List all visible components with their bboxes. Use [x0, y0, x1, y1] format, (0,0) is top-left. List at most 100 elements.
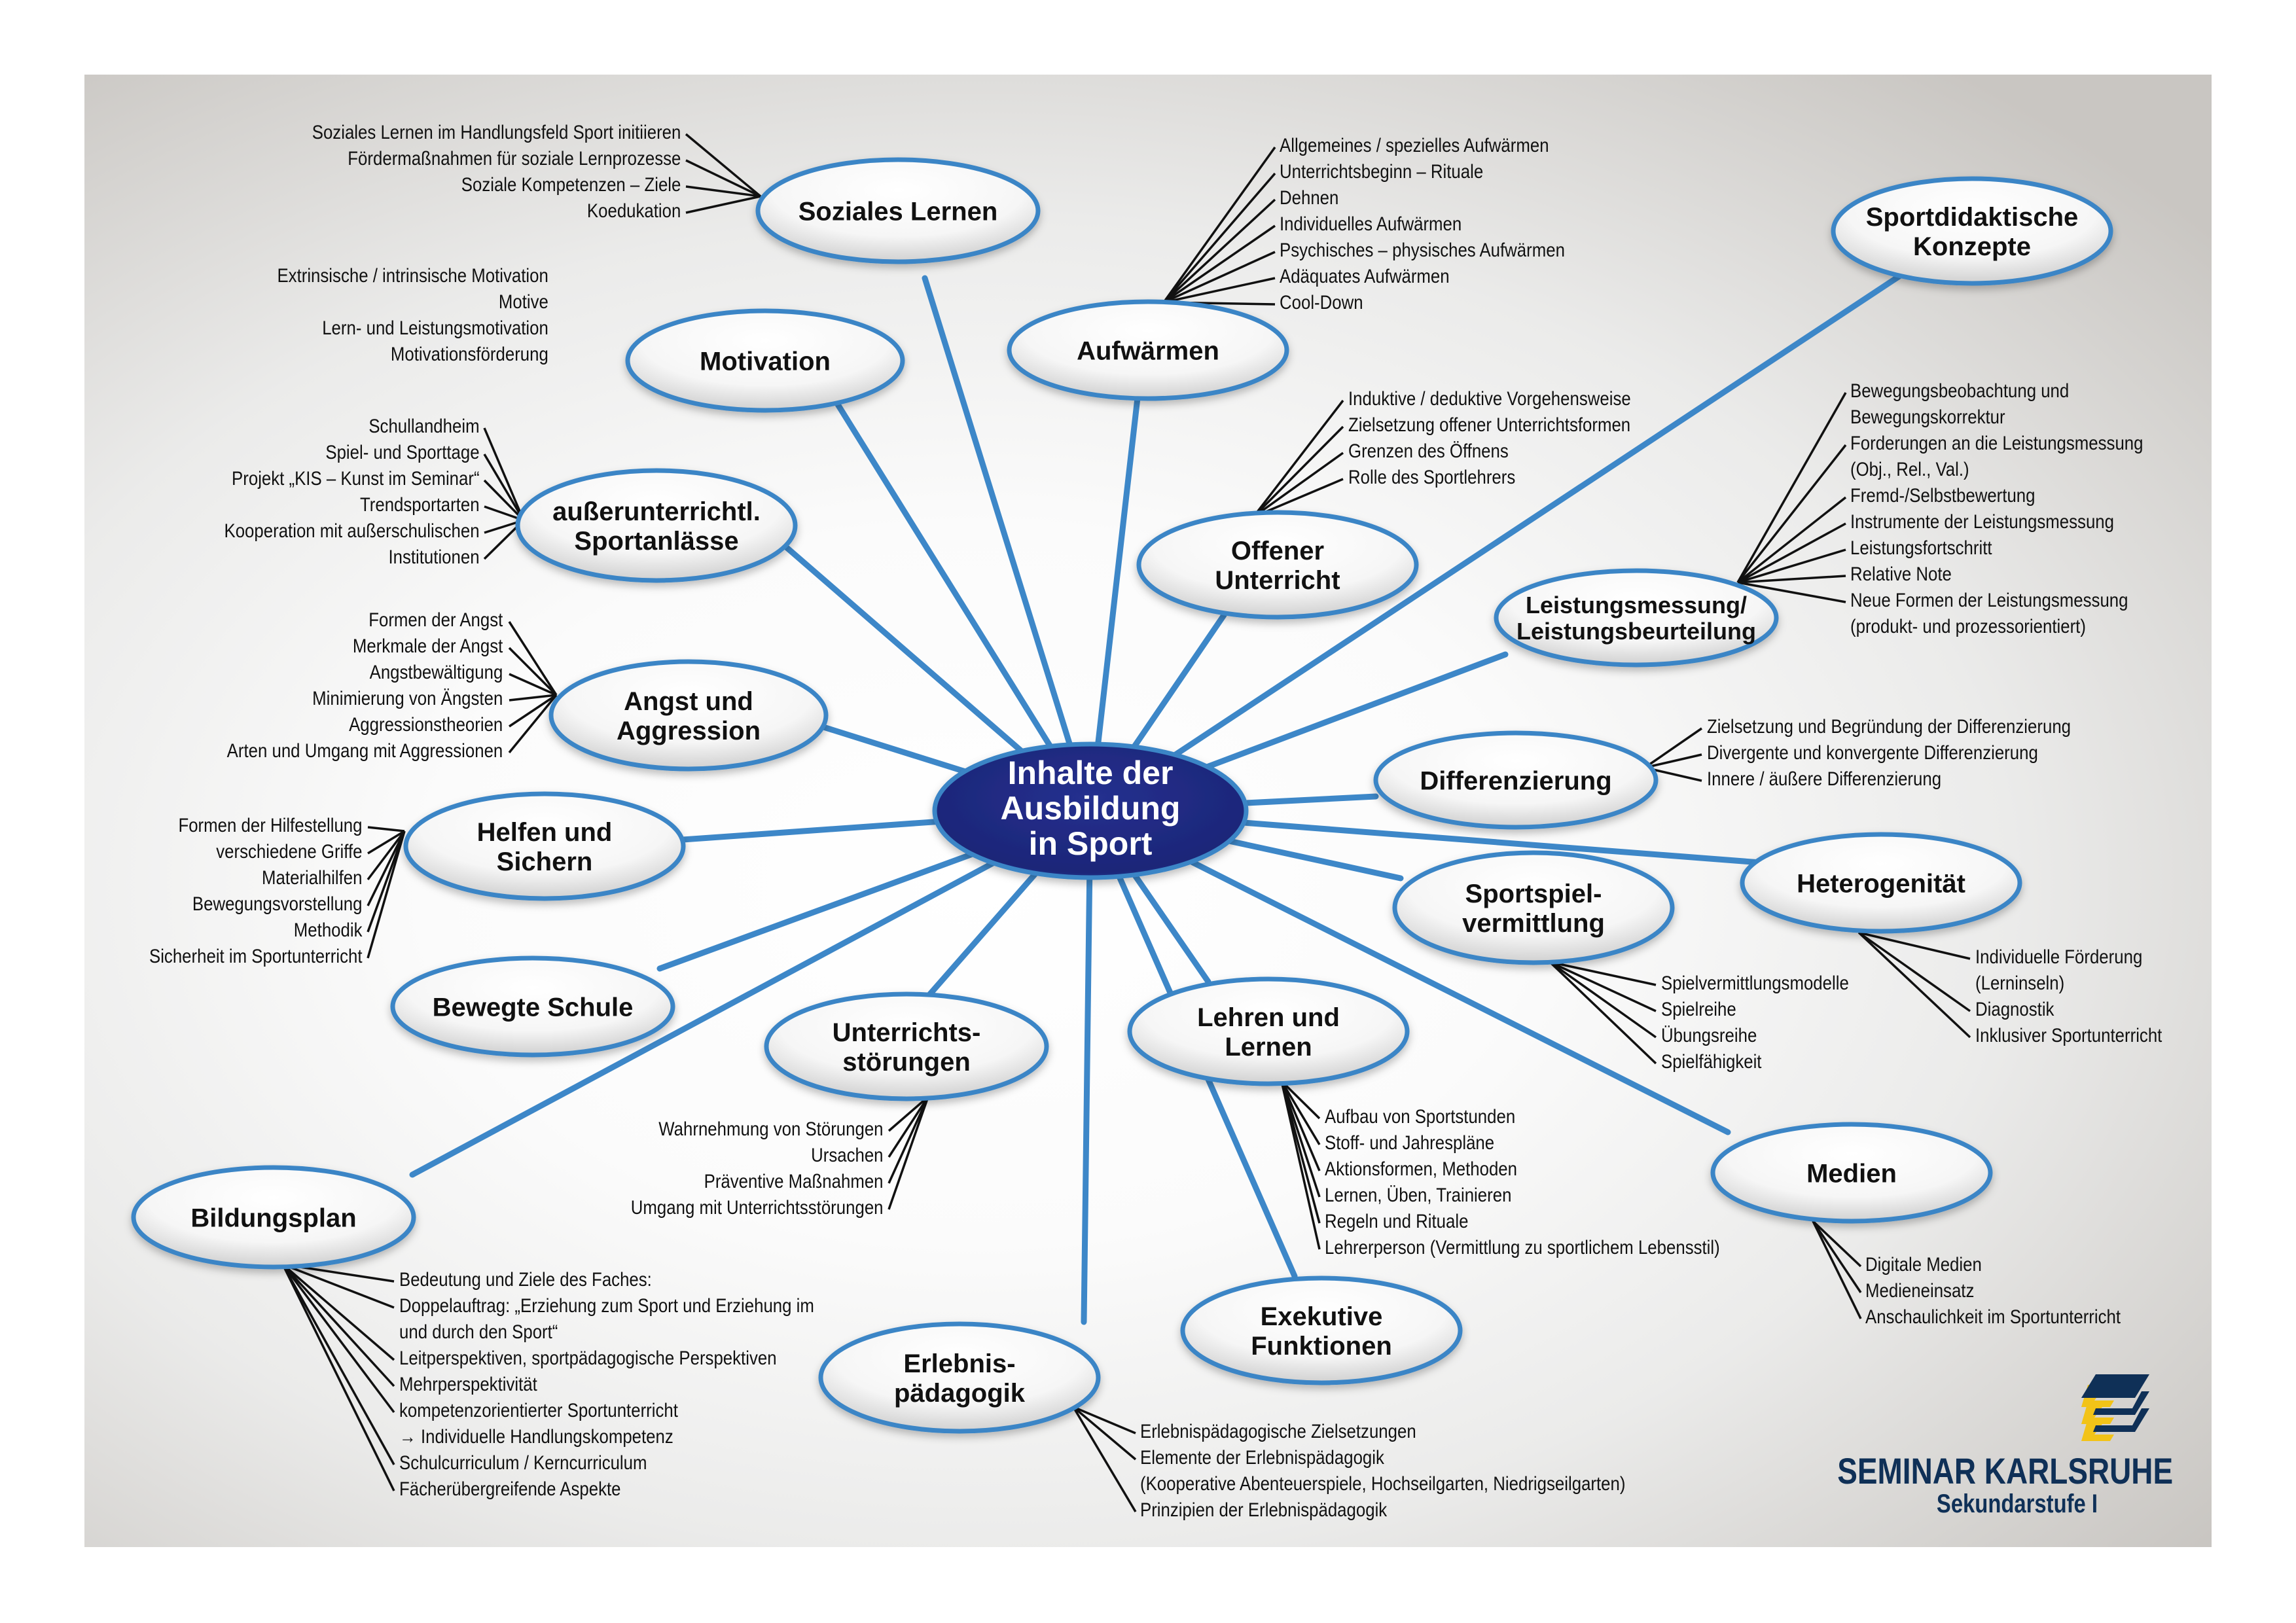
node-ellipse	[1494, 568, 1779, 668]
leaf-item: Bewegungsvorstellung	[192, 893, 362, 915]
node-label: Aggression	[617, 717, 761, 745]
leaf-list-soziales-lernen: Soziales Lernen im Handlungsfeld Sport i…	[312, 120, 681, 224]
leaf-item: Lehrerperson (Vermittlung zu sportlichem…	[1325, 1237, 1720, 1258]
leaf-item: Kooperation mit außerschulischen	[224, 520, 480, 542]
leaf-item: Cool-Down	[1280, 292, 1363, 313]
node-label: Sportspiel-	[1465, 880, 1602, 908]
leaf-connector	[367, 830, 406, 933]
node-label: Medien	[1806, 1159, 1897, 1188]
leaf-item: Individuelle Förderung	[1975, 946, 2143, 968]
node-medien[interactable]: Medien	[1710, 1122, 1993, 1224]
node-ellipse	[818, 1321, 1101, 1434]
leaf-item: Prinzipien der Erlebnispädagogik	[1140, 1499, 1388, 1521]
center-label-line-3: in Sport	[1029, 825, 1153, 862]
leaf-item: Dehnen	[1280, 187, 1339, 209]
node-bildungsplan[interactable]: Bildungsplan	[131, 1165, 416, 1270]
node-ausserunterrichtl-sportanlaesse[interactable]: außerunterrichtl.Sportanlässe	[515, 468, 798, 583]
leaf-item: Induktive / deduktive Vorgehensweise	[1348, 388, 1631, 410]
node-label: störungen	[842, 1048, 971, 1077]
node-ellipse	[1180, 1275, 1463, 1385]
node-soziales-lernen[interactable]: Soziales Lernen	[755, 157, 1041, 264]
leaf-item: Motive	[499, 291, 548, 313]
node-aufwaermen[interactable]: Aufwärmen	[1007, 299, 1289, 401]
leaf-item: Angstbewältigung	[369, 662, 503, 683]
leaf-item: Materialhilfen	[261, 867, 362, 889]
leaf-item: (Obj., Rel., Val.)	[1850, 459, 1969, 480]
leaf-connector	[1072, 1406, 1137, 1512]
leaf-item: Extrinsische / intrinsische Motivation	[277, 265, 548, 287]
leaf-connector	[1163, 224, 1276, 304]
leaf-connector	[281, 1263, 395, 1414]
node-label: Motivation	[700, 347, 831, 376]
leaf-connector	[508, 621, 558, 696]
node-heterogenitaet[interactable]: Heterogenität	[1740, 832, 2022, 934]
node-label: Funktionen	[1251, 1332, 1392, 1361]
node-leistungsmessung[interactable]: Leistungsmessung/Leistungsbeurteilung	[1494, 568, 1779, 668]
leaf-item: Digitale Medien	[1865, 1254, 1982, 1275]
leaf-item: Stoff- und Jahrespläne	[1325, 1132, 1495, 1154]
leaf-connector	[1857, 931, 1971, 1012]
leaf-connector	[483, 427, 525, 521]
leaf-item: Zielsetzung offener Unterrichtsformen	[1348, 414, 1631, 436]
leaf-item: Relative Note	[1850, 563, 1952, 585]
node-ellipse	[1831, 176, 2113, 286]
node-bewegte-schule[interactable]: Bewegte Schule	[390, 955, 675, 1058]
node-ellipse	[1127, 976, 1410, 1086]
node-label: Sportdidaktische	[1866, 203, 2079, 232]
leaf-item: Schulcurriculum / Kerncurriculum	[399, 1452, 647, 1474]
leaf-connector	[888, 1096, 929, 1184]
leaf-connector	[1280, 1080, 1321, 1120]
leaf-item: Innere / äußere Differenzierung	[1707, 768, 1942, 790]
node-label: Leistungsmessung/	[1526, 592, 1747, 618]
node-label: Leistungsbeurteilung	[1516, 618, 1756, 645]
node-differenzierung[interactable]: Differenzierung	[1373, 730, 1659, 830]
leaf-connector	[1280, 1080, 1321, 1250]
leaf-item: Rolle des Sportlehrers	[1348, 467, 1516, 488]
node-label: Unterricht	[1215, 566, 1340, 595]
node-sportspielvermittlung[interactable]: Sportspiel-vermittlung	[1392, 850, 1675, 965]
leaf-list-bildungsplan: Bedeutung und Ziele des Faches:Doppelauf…	[399, 1267, 814, 1503]
node-label: Unterrichts-	[833, 1018, 981, 1047]
node-motivation[interactable]: Motivation	[625, 308, 905, 413]
node-ellipse	[1392, 850, 1675, 965]
leaf-item: Medieneinsatz	[1865, 1280, 1975, 1302]
center-label-line-1: Inhalte der	[1008, 755, 1174, 791]
leaf-item: Spielfähigkeit	[1661, 1051, 1762, 1073]
leaf-connector	[888, 1096, 929, 1132]
node-ellipse	[1710, 1122, 1993, 1224]
node-label: Offener	[1231, 537, 1324, 565]
leaf-item: Institutionen	[388, 546, 480, 568]
node-ellipse	[390, 955, 675, 1058]
center-node[interactable]: Inhalte der Ausbildung in Sport	[932, 741, 1249, 880]
leaf-connector	[509, 694, 557, 728]
leaf-connector	[685, 185, 761, 198]
leaf-connector	[281, 1263, 395, 1361]
connector-soziales-lernen	[922, 275, 1094, 814]
leaf-item: Individuelles Aufwärmen	[1280, 213, 1462, 235]
node-unterrichtsstoerungen[interactable]: Unterrichts-störungen	[764, 991, 1049, 1101]
leaf-connector	[508, 694, 558, 754]
leaf-item: Neue Formen der Leistungsmessung	[1850, 590, 2128, 611]
leaf-item: Diagnostik	[1975, 999, 2054, 1020]
leaf-connector	[281, 1263, 395, 1387]
node-ellipse	[625, 308, 905, 413]
leaf-connector	[1549, 961, 1657, 1039]
node-label: Differenzierung	[1420, 766, 1611, 795]
leaf-item: Koedukation	[586, 200, 681, 222]
leaf-item: Wahrnehmung von Störungen	[658, 1118, 884, 1140]
node-erlebnispaedagogik[interactable]: Erlebnis-pädagogik	[818, 1321, 1101, 1434]
leaf-connector	[1163, 277, 1276, 304]
leaf-item: Mehrperspektivität	[399, 1374, 537, 1395]
leaf-connector	[1737, 581, 1846, 603]
